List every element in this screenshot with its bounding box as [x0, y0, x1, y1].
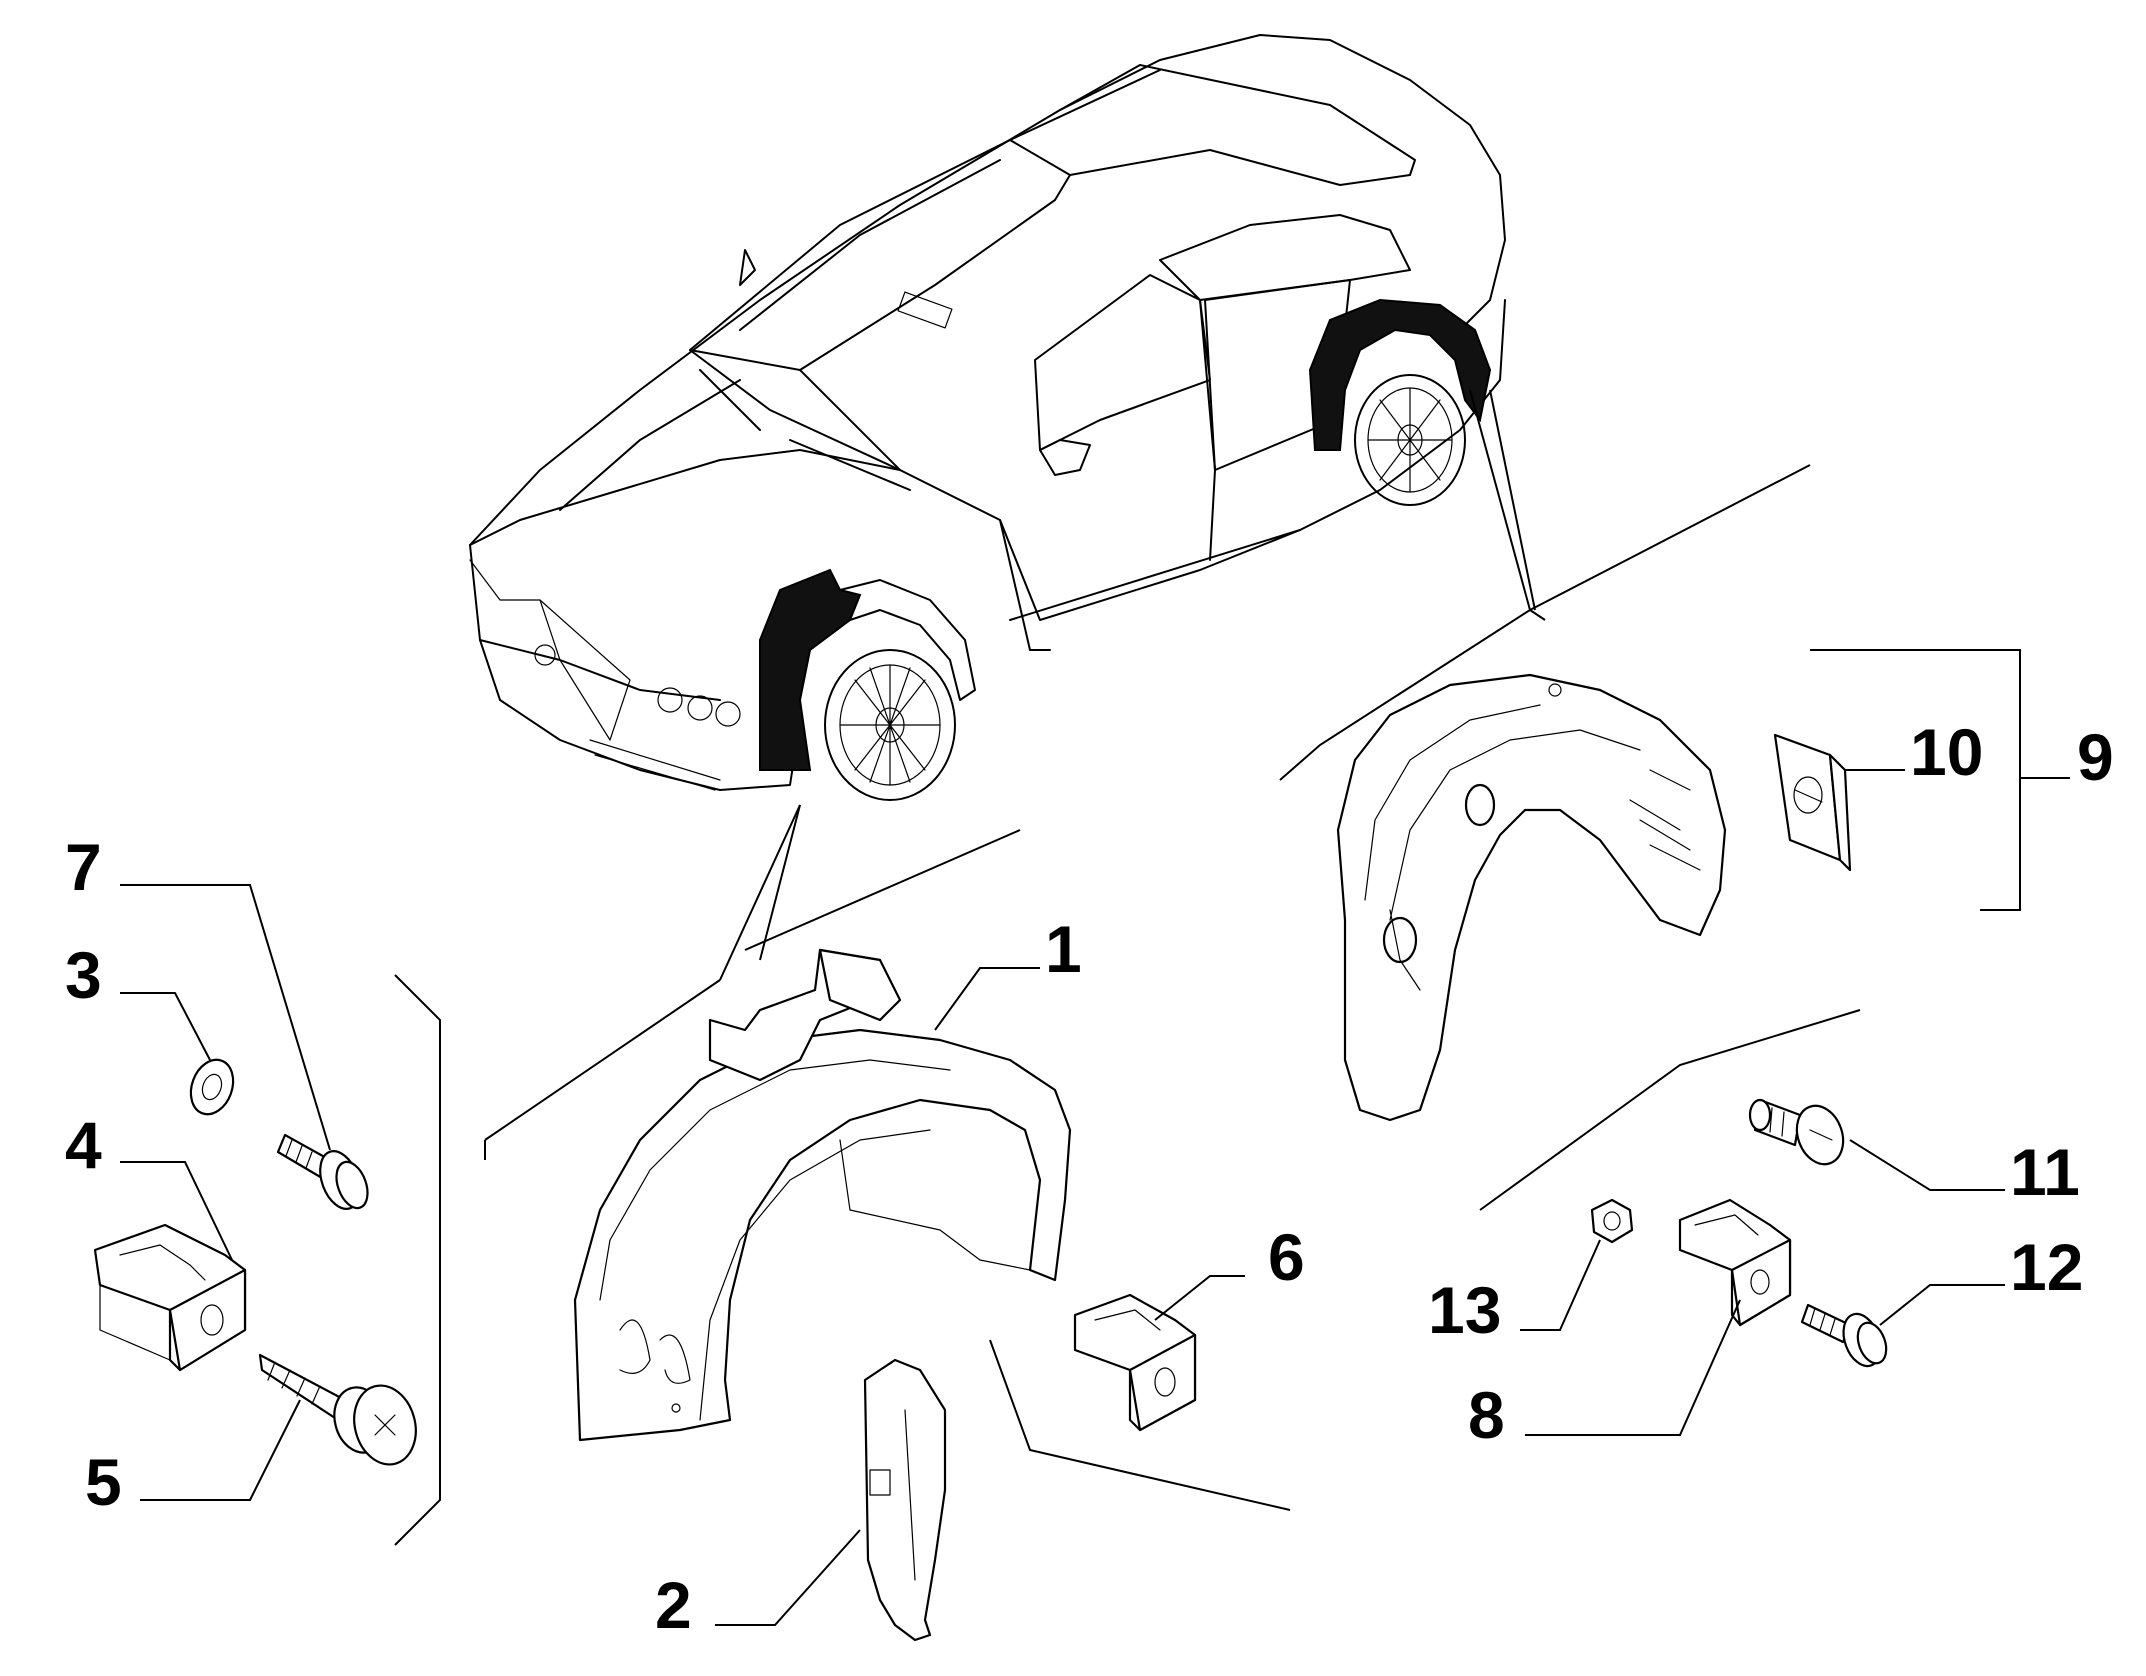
callout-8: 8: [1468, 1378, 1505, 1452]
clip-nut-icon-front: [1073, 1293, 1197, 1432]
hex-nut-icon: [1590, 1198, 1634, 1244]
clip-nut-icon: [93, 1223, 247, 1372]
callout-6: 6: [1268, 1220, 1305, 1294]
callout-12: 12: [2010, 1230, 2083, 1304]
callout-4: 4: [65, 1108, 102, 1182]
callout-10: 10: [1910, 715, 1983, 789]
plastic-clip-icon: [1773, 733, 1852, 872]
callout-labels: 1 2 3 4 5 6 7 8 9 10 11 12 13: [65, 715, 2114, 1642]
clip-nut-icon-rear: [1678, 1198, 1792, 1327]
car-illustration: [469, 34, 1506, 801]
callout-1: 1: [1045, 912, 1082, 986]
callout-2: 2: [655, 1568, 692, 1642]
self-tapping-screw-icon: [258, 1353, 417, 1466]
washer-icon: [189, 1058, 235, 1116]
callout-13: 13: [1428, 1273, 1501, 1347]
rear-wheel-liner: [1336, 673, 1727, 1122]
front-wheel-liner: [573, 948, 1072, 1442]
callout-7: 7: [65, 830, 102, 904]
callout-11: 11: [2010, 1135, 2080, 1209]
callout-5: 5: [85, 1445, 122, 1519]
mud-flap: [863, 1358, 947, 1642]
callout-9: 9: [2077, 720, 2114, 794]
torx-bolt-icon: [276, 1133, 369, 1210]
leader-lines: [120, 649, 2070, 1626]
push-rivet-icon: [1748, 1098, 1845, 1166]
callout-3: 3: [65, 938, 102, 1012]
bolt-icon: [1800, 1303, 1888, 1368]
group-lines: [394, 389, 1861, 1546]
